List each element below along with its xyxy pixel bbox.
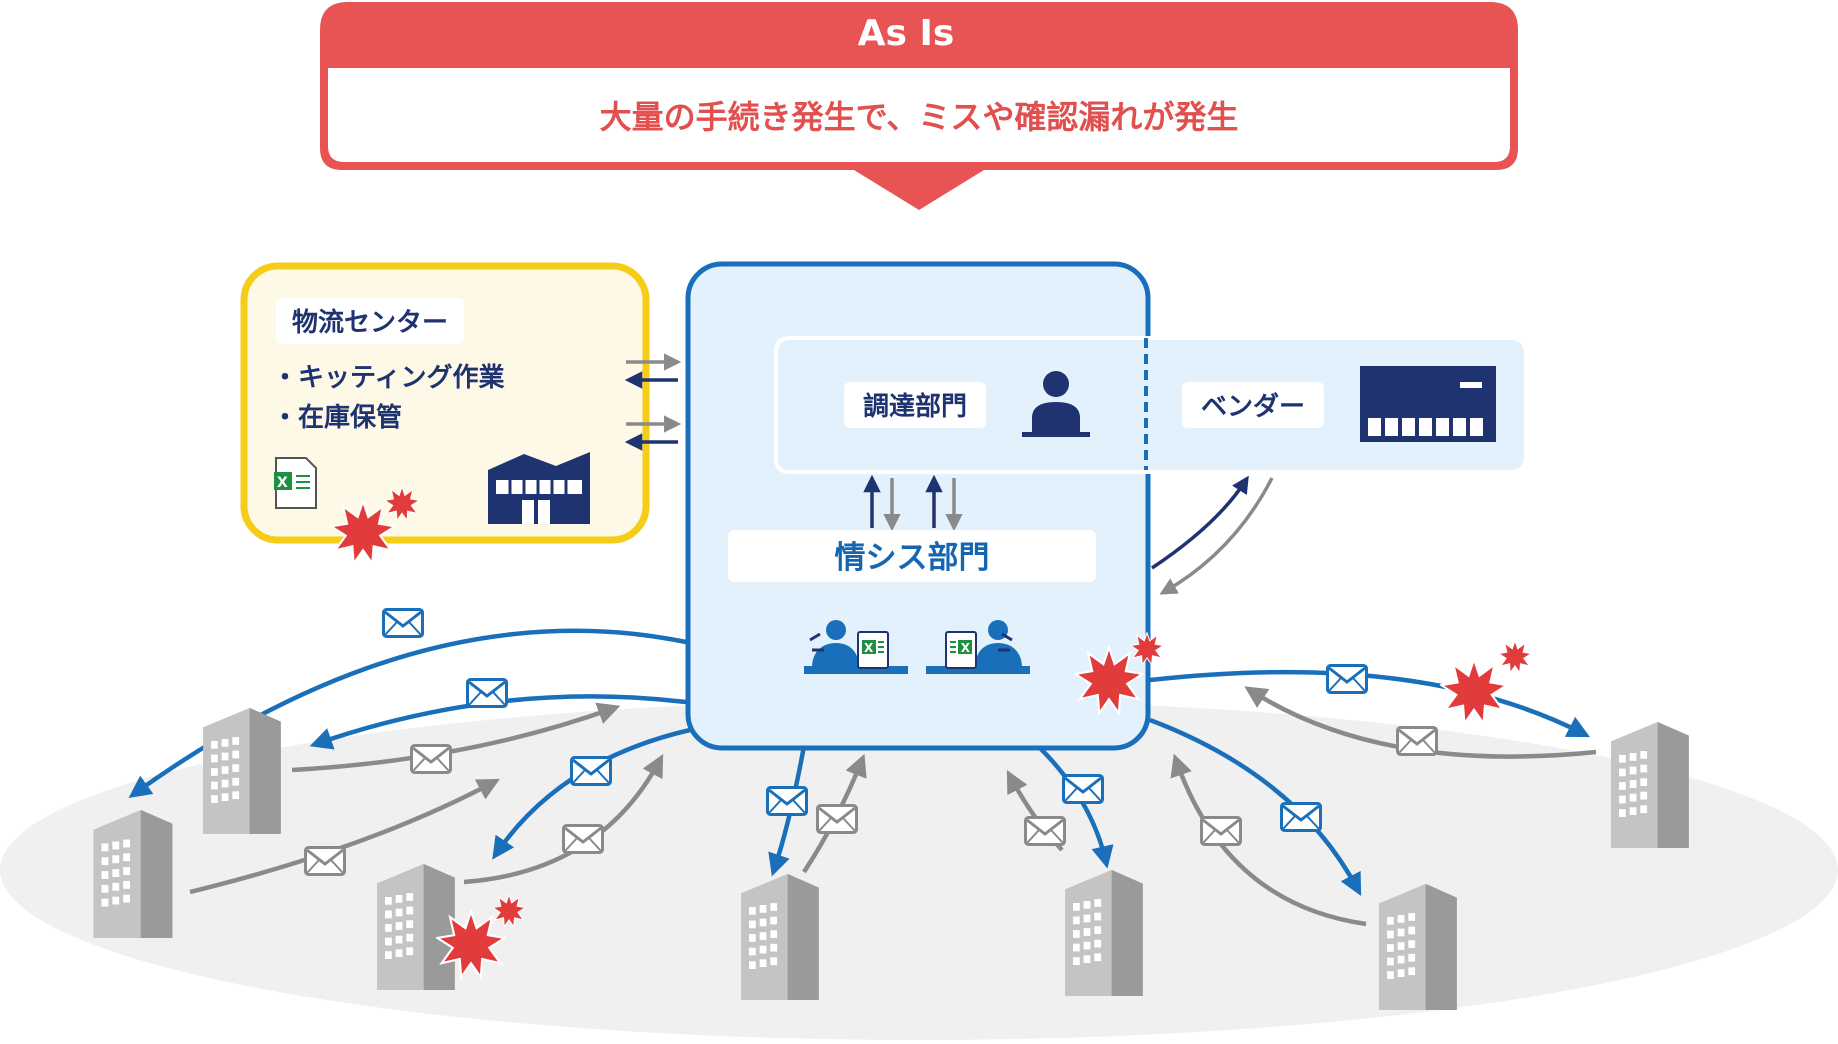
warehouse-icon <box>488 452 590 524</box>
it-vendor-arrows <box>1151 475 1274 595</box>
logistics-item-inventory: ・在庫保管 <box>272 403 402 433</box>
logistics-item-kitting: ・キッティング作業 <box>272 363 504 393</box>
it-label-box <box>728 530 1096 582</box>
envelope-icon <box>1326 664 1368 694</box>
office-building-icon <box>1379 884 1457 1010</box>
envelope-icon <box>1280 802 1322 832</box>
explosion-alert-icon <box>1498 640 1532 674</box>
as-is-banner: As Is 大量の手続き発生で、ミスや確認漏れが発生 <box>320 2 1518 210</box>
envelope-icon <box>466 678 508 708</box>
logistics-center-box: 物流センター ・キッティング作業 ・在庫保管 X <box>240 262 650 565</box>
envelope-icon <box>382 608 424 638</box>
office-building-icon <box>1611 722 1689 848</box>
office-building-icon <box>93 810 173 938</box>
sweat-mark <box>809 632 1013 652</box>
banner-heading: As Is <box>858 13 955 54</box>
explosion-alert-icon <box>1440 658 1508 725</box>
envelope-icon <box>1200 816 1242 846</box>
envelope-icon <box>562 824 604 854</box>
office-building-icon <box>377 864 455 990</box>
it-department-label: 情シス部門 <box>835 540 990 576</box>
logistics-exchange-arrows <box>624 353 682 451</box>
envelope-icon <box>410 744 452 774</box>
logistics-title: 物流センター <box>292 308 448 338</box>
excel-file-icon: X <box>274 457 317 509</box>
envelope-icon <box>570 756 612 786</box>
banner-message: 大量の手続き発生で、ミスや確認漏れが発生 <box>600 98 1239 136</box>
vendor-label: ベンダー <box>1201 391 1305 422</box>
procurement-it-arrows <box>863 474 963 532</box>
office-building-icon <box>1065 870 1143 996</box>
office-building-icon <box>203 708 281 834</box>
envelope-icon <box>816 804 858 834</box>
office-building-icon <box>741 874 819 1000</box>
procurement-label: 調達部門 <box>863 391 967 422</box>
envelope-icon <box>304 846 346 876</box>
envelope-icon <box>766 786 808 816</box>
envelope-icon <box>1062 774 1104 804</box>
person-at-desk-icon <box>1022 371 1090 437</box>
svg-text:X: X <box>277 475 288 491</box>
procurement-vendor-panel: 調達部門 ベンダー <box>774 336 1528 474</box>
envelope-icon <box>1396 726 1438 756</box>
envelope-icon <box>1024 816 1066 846</box>
server-rack-icon <box>1360 366 1496 442</box>
